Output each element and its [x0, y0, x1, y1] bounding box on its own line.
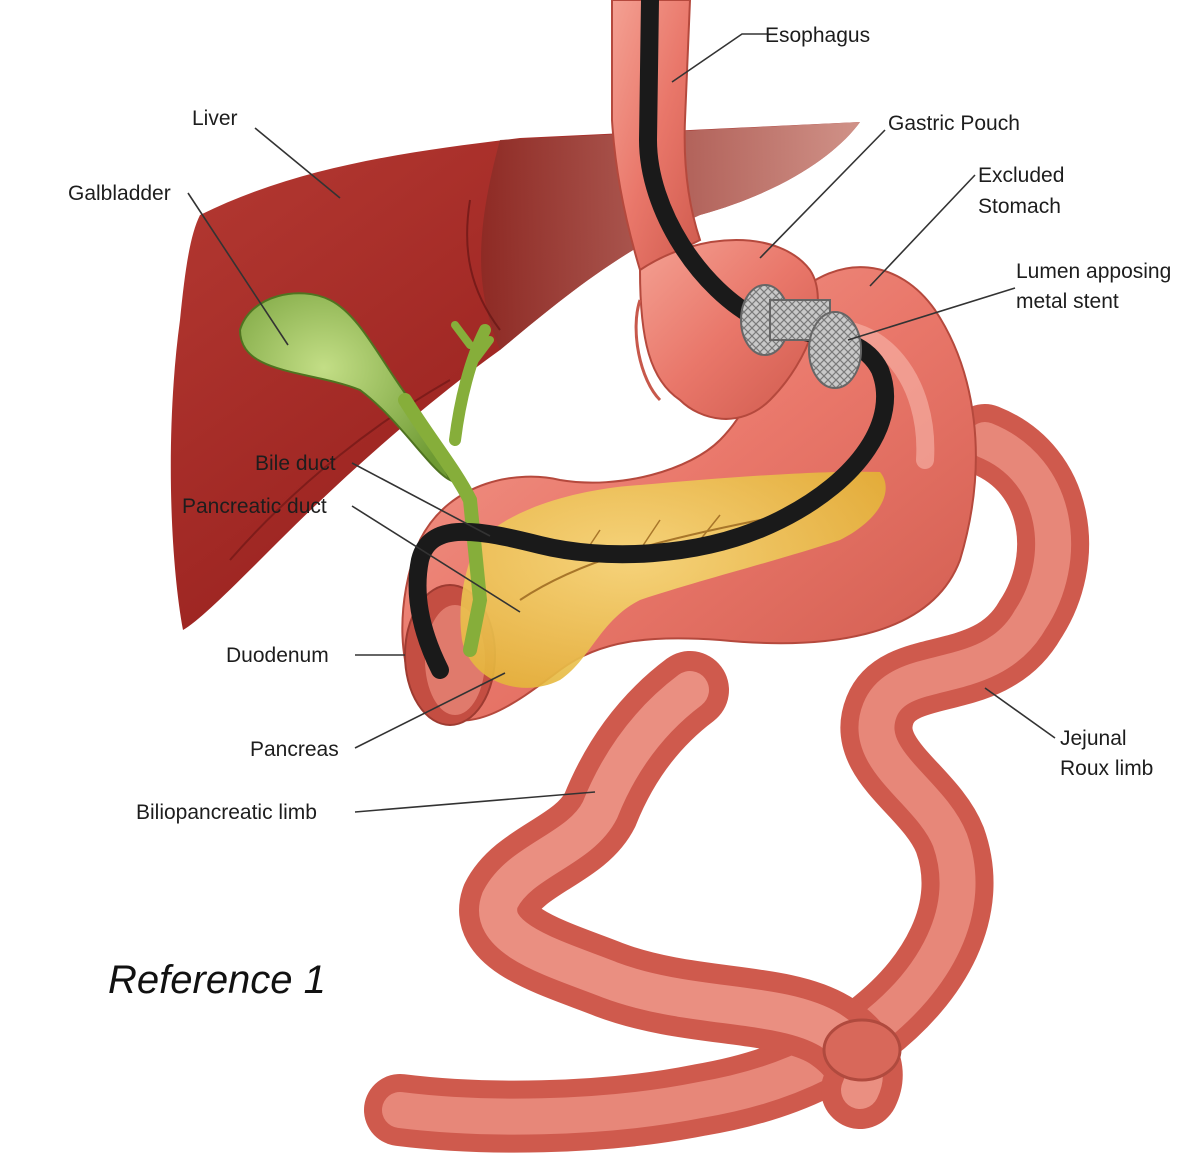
- label-jejunal-2: Roux limb: [1060, 757, 1153, 780]
- label-biliopancreatic-limb: Biliopancreatic limb: [136, 801, 317, 824]
- label-liver: Liver: [192, 107, 238, 130]
- biliopancreatic-limb-shape: [498, 690, 900, 1090]
- label-excluded-stomach-1: Excluded: [978, 164, 1064, 187]
- label-bile-duct: Bile duct: [255, 452, 336, 475]
- label-lams-1: Lumen apposing: [1016, 260, 1171, 283]
- label-lams-2: metal stent: [1016, 290, 1119, 313]
- label-galbladder: Galbladder: [68, 182, 171, 205]
- label-excluded-stomach-2: Stomach: [978, 195, 1061, 218]
- label-duodenum: Duodenum: [226, 644, 329, 667]
- reference-label: Reference 1: [108, 958, 326, 1002]
- label-gastric-pouch: Gastric Pouch: [888, 112, 1020, 135]
- label-pancreatic-duct: Pancreatic duct: [182, 495, 327, 518]
- label-esophagus: Esophagus: [765, 24, 870, 47]
- label-pancreas: Pancreas: [250, 738, 339, 761]
- label-jejunal-1: Jejunal: [1060, 727, 1127, 750]
